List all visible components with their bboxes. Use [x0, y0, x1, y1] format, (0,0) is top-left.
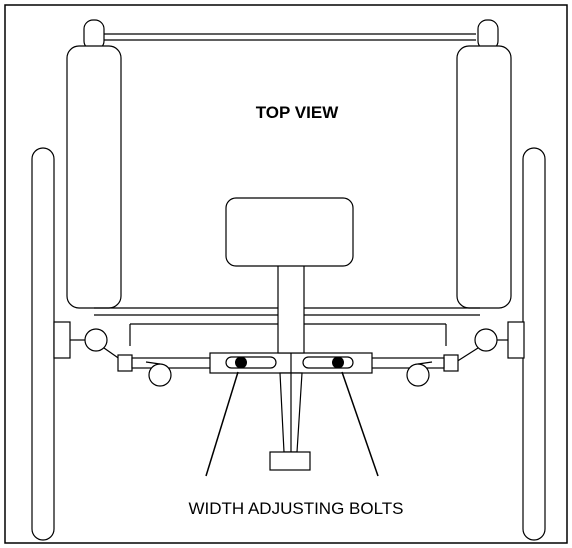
- right-adjust-slot: [302, 356, 354, 369]
- right-rear-wheel: [522, 147, 546, 541]
- left-rear-wheel: [31, 147, 55, 541]
- callout-label: WIDTH ADJUSTING BOLTS: [188, 499, 403, 518]
- left-small-caster: [148, 363, 172, 387]
- right-diag-link: [455, 347, 479, 363]
- view-label: TOP VIEW: [256, 103, 339, 122]
- right-axle-block: [507, 321, 525, 359]
- left-width-bolt: [235, 356, 247, 369]
- left-crossbar-cap: [117, 354, 133, 372]
- left-axle-block: [53, 321, 71, 359]
- left-adjust-slot: [225, 356, 277, 369]
- right-small-caster-stem: [417, 361, 433, 365]
- left-small-caster-stem: [145, 361, 161, 365]
- center-post: [277, 264, 305, 354]
- seat-pad: [225, 197, 354, 267]
- right-small-caster: [406, 363, 430, 387]
- right-armrest: [456, 45, 512, 309]
- left-armrest: [66, 45, 122, 309]
- left-bolt-leader: [205, 371, 239, 477]
- right-width-bolt: [332, 356, 344, 369]
- right-frame-caster: [474, 328, 498, 352]
- left-frame-caster: [84, 328, 108, 352]
- right-crossbar-cap: [443, 354, 459, 372]
- right-bolt-leader: [341, 371, 379, 477]
- footrest-plate: [269, 451, 311, 471]
